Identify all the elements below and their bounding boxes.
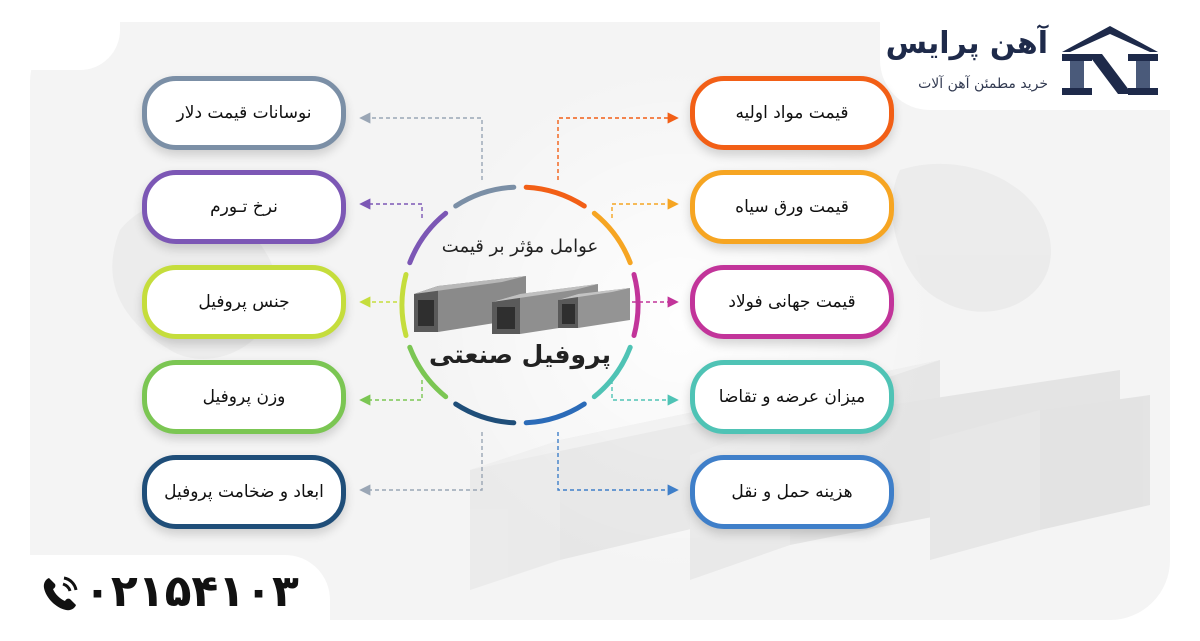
factor-inflation-rate: نرخ تـورم <box>142 170 346 244</box>
ring-segment <box>591 344 633 400</box>
connector-right-2 <box>611 198 679 218</box>
connector-right-5 <box>557 432 679 496</box>
corner-decoration <box>0 0 120 70</box>
factor-label: میزان عرضه و تقاضا <box>718 387 866 407</box>
center-main-label: پروفیل صنعتی <box>428 340 612 369</box>
factor-dollar-fluctuation: نوسانات قیمت دلار <box>142 76 346 150</box>
connector-left-2 <box>359 198 423 218</box>
factor-raw-material-price: قیمت مواد اولیه <box>690 76 894 150</box>
phone-number[interactable]: ۰۲۱۵۴۱۰۳ <box>84 566 299 617</box>
factor-label: ابعاد و ضخامت پروفیل <box>164 482 324 502</box>
factor-label: قیمت جهانی فولاد <box>728 292 856 312</box>
factor-label: هزینه حمل و نقل <box>731 482 853 502</box>
factor-profile-material: جنس پروفیل <box>142 265 346 339</box>
factor-profile-weight: وزن پروفیل <box>142 360 346 434</box>
factor-transport-cost: هزینه حمل و نقل <box>690 455 894 529</box>
ring-segment <box>399 272 409 338</box>
ring-segment <box>591 210 633 266</box>
ring-segment <box>523 184 587 209</box>
factor-label: وزن پروفیل <box>202 387 286 407</box>
connector-left-4 <box>359 380 423 406</box>
ring-segment <box>407 344 449 400</box>
connector-left-1 <box>359 112 483 180</box>
factor-supply-demand: میزان عرضه و تقاضا <box>690 360 894 434</box>
factor-label: نوسانات قیمت دلار <box>176 103 312 123</box>
factor-label: جنس پروفیل <box>198 292 290 312</box>
brand-tagline: خرید مطمئن آهن آلات <box>918 76 1048 92</box>
steel-profiles-image <box>414 276 630 334</box>
ring-segment <box>631 272 641 338</box>
ring-segment <box>523 401 587 426</box>
ring-segment <box>453 401 517 426</box>
ring-segment <box>453 184 517 209</box>
factor-label: قیمت ورق سیاه <box>735 197 849 217</box>
ring-segment <box>407 210 449 266</box>
brand-logo-icon <box>1062 26 1158 95</box>
connector-left-5 <box>359 432 483 496</box>
factor-label: قیمت مواد اولیه <box>735 103 849 123</box>
factor-global-steel-price: قیمت جهانی فولاد <box>690 265 894 339</box>
factor-black-sheet-price: قیمت ورق سیاه <box>690 170 894 244</box>
connector-right-1 <box>557 112 679 180</box>
brand-name: آهن پرایس <box>885 26 1048 61</box>
factor-label: نرخ تـورم <box>210 197 278 217</box>
center-title: عوامل مؤثر بر قیمت <box>441 236 599 257</box>
factor-profile-dimensions: ابعاد و ضخامت پروفیل <box>142 455 346 529</box>
phone-icon <box>43 576 78 611</box>
